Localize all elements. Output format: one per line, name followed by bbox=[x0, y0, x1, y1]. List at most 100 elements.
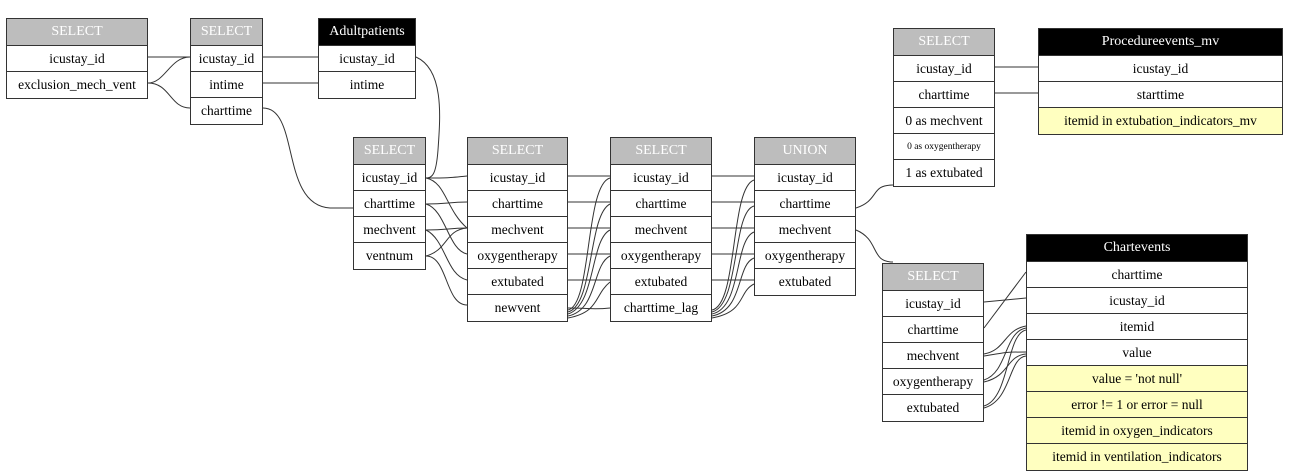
table-field: oxygentherapy bbox=[611, 243, 711, 269]
table-field: charttime_lag bbox=[623, 300, 699, 315]
table-field: icustay_id bbox=[354, 165, 425, 191]
connector-line bbox=[711, 283, 755, 319]
connector-line bbox=[567, 177, 611, 311]
connector-line bbox=[711, 205, 755, 313]
select-exclusion-table: SELECT icustay_id exclusion_mech_vent bbox=[6, 18, 148, 99]
table-field: charttime bbox=[1027, 262, 1247, 288]
connector-line bbox=[567, 229, 611, 315]
table-header: SELECT bbox=[7, 19, 147, 46]
adultpatients-table: Adultpatients icustay_id intime bbox=[318, 18, 416, 99]
table-field: icustay_id bbox=[755, 165, 855, 191]
table-condition: itemid in oxygen_indicators bbox=[1027, 418, 1247, 444]
table-field: charttime bbox=[201, 103, 252, 118]
table-field: exclusion_mech_vent bbox=[18, 77, 136, 92]
chartevents-table: Chartevents charttime icustay_id itemid … bbox=[1026, 234, 1248, 471]
table-field: mechvent bbox=[468, 217, 567, 243]
table-header: UNION bbox=[755, 138, 855, 165]
select-chartevents-table: SELECT icustay_id charttime mechvent oxy… bbox=[882, 263, 984, 422]
table-field: newvent bbox=[494, 300, 541, 315]
connector-line bbox=[855, 184, 894, 209]
table-condition: value = 'not null' bbox=[1027, 366, 1247, 392]
table-header: Adultpatients bbox=[319, 19, 415, 46]
table-field: charttime bbox=[755, 191, 855, 217]
table-field: extubated bbox=[906, 400, 960, 415]
table-field: oxygentherapy bbox=[755, 243, 855, 269]
table-header: SELECT bbox=[894, 29, 994, 56]
connector-line bbox=[983, 325, 1027, 355]
union-table: UNION icustay_id charttime mechvent oxyg… bbox=[754, 137, 856, 296]
table-field: oxygentherapy bbox=[468, 243, 567, 269]
connector-line bbox=[711, 257, 755, 317]
table-field: icustay_id bbox=[883, 291, 983, 317]
connector-line bbox=[567, 281, 611, 319]
table-field: icustay_id bbox=[191, 46, 262, 72]
table-field: icustay_id bbox=[1027, 288, 1247, 314]
table-field: extubated bbox=[611, 269, 711, 295]
connector-line bbox=[415, 56, 441, 179]
table-field: icustay_id bbox=[7, 46, 147, 72]
table-field: icustay_id bbox=[1039, 56, 1282, 82]
table-field: mechvent bbox=[883, 343, 983, 369]
connector-line bbox=[855, 229, 894, 263]
table-condition: itemid in extubation_indicators_mv bbox=[1039, 108, 1282, 134]
table-header: Chartevents bbox=[1027, 235, 1247, 262]
table-field: mechvent bbox=[611, 217, 711, 243]
connector-line bbox=[983, 351, 1027, 357]
connector-line bbox=[567, 255, 611, 317]
connector-line bbox=[425, 227, 468, 257]
connector-line bbox=[983, 329, 1027, 407]
table-header: Procedureevents_mv bbox=[1039, 29, 1282, 56]
select-extubated-table: SELECT icustay_id charttime 0 as mechven… bbox=[893, 28, 995, 187]
connector-line bbox=[425, 175, 468, 179]
connector-line bbox=[425, 203, 468, 255]
connector-line bbox=[567, 307, 611, 310]
table-field: value bbox=[1027, 340, 1247, 366]
connector-line bbox=[983, 355, 1027, 409]
connector-line bbox=[983, 327, 1027, 381]
table-field: icustay_id bbox=[611, 165, 711, 191]
table-field: mechvent bbox=[755, 217, 855, 243]
table-header: SELECT bbox=[883, 264, 983, 291]
connector-line bbox=[425, 177, 468, 229]
table-field: intime bbox=[191, 72, 262, 98]
table-field: charttime bbox=[468, 191, 567, 217]
table-header: SELECT bbox=[191, 19, 262, 46]
table-field: 0 as mechvent bbox=[894, 108, 994, 134]
select-charttime-lag-table: SELECT icustay_id charttime mechvent oxy… bbox=[610, 137, 712, 322]
connector-line bbox=[425, 201, 468, 205]
connector-line bbox=[711, 231, 755, 315]
table-field: starttime bbox=[1039, 82, 1282, 108]
table-field: charttime bbox=[611, 191, 711, 217]
table-field: icustay_id bbox=[894, 56, 994, 82]
connector-line bbox=[147, 82, 191, 109]
select-intime-table: SELECT icustay_id intime charttime bbox=[190, 18, 263, 125]
connector-line bbox=[425, 227, 468, 231]
table-field: intime bbox=[349, 77, 385, 92]
table-field: extubated bbox=[778, 274, 832, 289]
table-field: itemid bbox=[1027, 314, 1247, 340]
table-field: icustay_id bbox=[468, 165, 567, 191]
connector-line bbox=[983, 353, 1027, 383]
table-field: ventnum bbox=[365, 248, 414, 263]
procedureevents-mv-table: Procedureevents_mv icustay_id starttime … bbox=[1038, 28, 1283, 135]
connector-line bbox=[425, 255, 468, 306]
connector-line bbox=[983, 271, 1027, 329]
connector-line bbox=[711, 179, 755, 311]
select-newvent-table: SELECT icustay_id charttime mechvent oxy… bbox=[467, 137, 568, 322]
table-field: icustay_id bbox=[319, 46, 415, 72]
table-field: 1 as extubated bbox=[905, 165, 983, 180]
table-field: charttime bbox=[354, 191, 425, 217]
select-ventnum-table: SELECT icustay_id charttime mechvent ven… bbox=[353, 137, 426, 270]
connector-line bbox=[262, 107, 353, 209]
connector-line bbox=[147, 56, 191, 84]
table-field: oxygentherapy bbox=[883, 369, 983, 395]
table-condition: itemid in ventilation_indicators bbox=[1027, 444, 1247, 470]
table-field: mechvent bbox=[354, 217, 425, 243]
table-field: 0 as oxygentherapy bbox=[894, 134, 994, 160]
connector-line bbox=[425, 229, 468, 281]
table-field: extubated bbox=[468, 269, 567, 295]
table-header: SELECT bbox=[468, 138, 567, 165]
table-condition: error != 1 or error = null bbox=[1027, 392, 1247, 418]
connector-line bbox=[567, 203, 611, 313]
